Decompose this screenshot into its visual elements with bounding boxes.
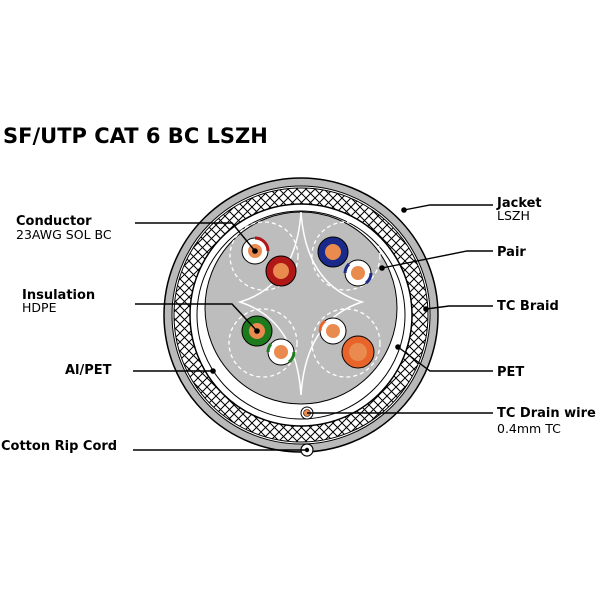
pet-label: PET bbox=[497, 365, 524, 380]
drain-detail: 0.4mm TC bbox=[497, 421, 561, 436]
rip-cord-label: Cotton Rip Cord bbox=[1, 439, 117, 454]
pair-label: Pair bbox=[497, 245, 526, 260]
insulation-detail: HDPE bbox=[22, 300, 57, 315]
cross-separator bbox=[237, 211, 365, 396]
conductor-detail: 23AWG SOL BC bbox=[16, 227, 112, 242]
jacket-detail: LSZH bbox=[497, 208, 530, 223]
jacket-label: Jacket bbox=[496, 196, 542, 211]
pair-orange bbox=[318, 317, 375, 369]
leader-dots bbox=[210, 207, 429, 374]
al-pet-label: Al/PET bbox=[65, 363, 112, 378]
braid-label: TC Braid bbox=[497, 299, 559, 314]
pair-boundaries bbox=[228, 221, 381, 378]
pair-blue bbox=[317, 236, 373, 287]
drain-label: TC Drain wire bbox=[497, 406, 596, 421]
conductor-label: Conductor bbox=[16, 214, 92, 229]
diagram-title: SF/UTP CAT 6 BC LSZH bbox=[3, 124, 268, 148]
leader-lines bbox=[133, 204, 493, 451]
insulation-label: Insulation bbox=[22, 288, 95, 303]
